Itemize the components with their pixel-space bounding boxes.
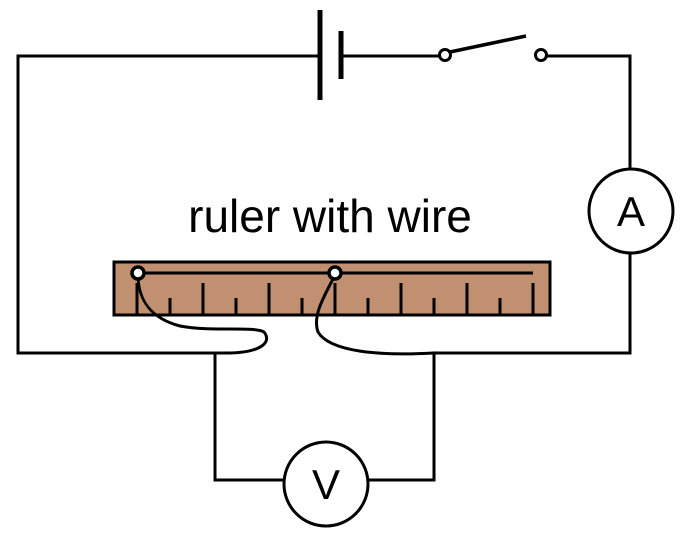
wire-left-loop [16,54,322,355]
ammeter: A [587,167,675,255]
voltmeter-circle [282,440,370,528]
switch-icon[interactable] [438,34,548,62]
contact-fixed [130,265,146,281]
cell-icon [317,10,344,100]
lead-right [315,272,436,356]
wire-voltmeter-right [368,351,436,482]
wire-voltmeter-left [213,351,287,482]
wire-switch-to-ammeter [545,54,632,170]
main-circuit-wires [16,54,632,355]
voltmeter-symbol: V [312,461,340,508]
lead-left [136,273,269,355]
ammeter-circle [587,167,675,255]
wire-ammeter-to-bottom [432,250,632,355]
voltmeter: V [282,440,370,528]
ammeter-symbol: A [617,188,645,235]
ruler-ticks [135,283,535,314]
diagram-title: ruler with wire [188,190,472,242]
contact-slider[interactable] [327,265,343,281]
voltmeter-wires [213,351,436,482]
